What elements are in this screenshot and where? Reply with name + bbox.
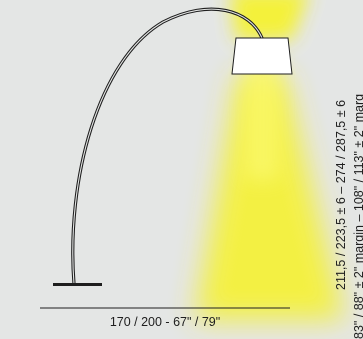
lamp-arc-stem-highlight — [72, 8, 263, 285]
beam-core — [245, 60, 279, 180]
width-dimension-label: 170 / 200 - 67" / 79" — [109, 315, 221, 329]
height-dimension-label-inches: 83" / 88" ± 2" margin – 108" / 113" ± 2"… — [352, 93, 363, 339]
lamp-shade — [231, 37, 293, 75]
upward-light-beam — [231, 0, 307, 40]
height-dimension-label-cm: 211,5 / 223,5 ± 6 – 274 / 287,5 ± 6 — [334, 99, 348, 290]
lamp-base — [53, 283, 102, 286]
downward-light-beam — [195, 74, 345, 320]
